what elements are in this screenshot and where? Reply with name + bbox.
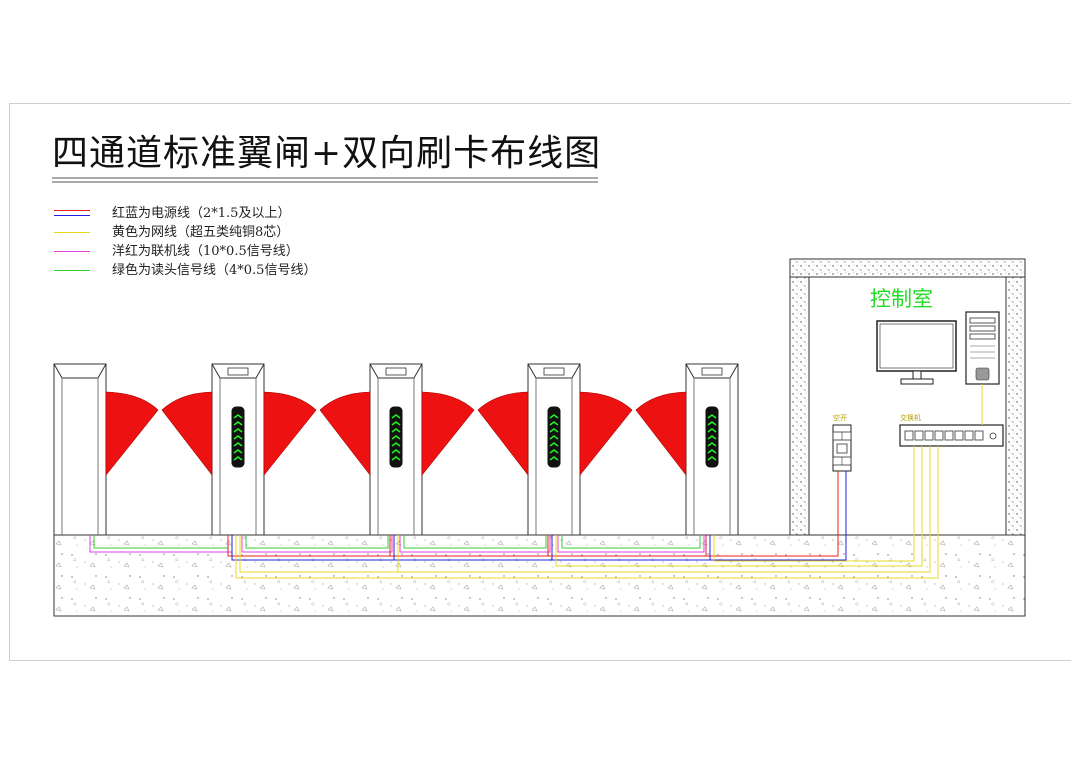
arrow-chevron: [391, 428, 401, 433]
reader-cable-2: [245, 535, 389, 549]
card-reader-slot: [701, 367, 723, 376]
network-cable-4: [713, 446, 915, 562]
gate-cabinet-2: [211, 363, 265, 536]
arrow-chevron: [549, 435, 559, 440]
room-right-wall: [1005, 276, 1026, 536]
gate-cabinet-1: [53, 363, 107, 536]
legend-item-network: 黄色为网线（超五类纯铜8芯）: [54, 225, 374, 241]
gate-cabinet-4: [527, 363, 581, 536]
cabinet-top-bevel: [211, 363, 265, 379]
arrow-chevron: [549, 442, 559, 447]
gate-wing-1-left: [105, 391, 159, 476]
arrow-chevron: [549, 449, 559, 454]
legend-swatch-network: [54, 227, 90, 237]
gate-wing-3-right: [477, 391, 529, 476]
legend-label-link: 洋红为联机线（10*0.5信号线）: [112, 244, 299, 259]
legend-item-power: 红蓝为电源线（2*1.5及以上）: [54, 206, 374, 222]
page-title: 四通道标准翼闸+双向刷卡布线图: [52, 133, 602, 174]
arrow-chevron: [233, 421, 243, 426]
arrow-chevron: [707, 442, 717, 447]
arrow-chevron: [391, 435, 401, 440]
legend-label-reader: 绿色为读头信号线（4*0.5信号线）: [112, 263, 317, 278]
breaker-label: 空开: [833, 414, 847, 422]
reader-cable-3: [403, 535, 547, 549]
arrow-chevron: [233, 414, 243, 419]
room-roof: [789, 258, 1026, 278]
control-room-title: 控制室: [870, 287, 933, 311]
link-cable-4: [557, 535, 705, 553]
frame-top-line: [9, 103, 1071, 104]
network-cable-3: [555, 446, 923, 567]
arrow-chevron: [233, 428, 243, 433]
gate-wing-2-left: [263, 391, 317, 476]
cabinet-top-bevel: [527, 363, 581, 379]
arrow-chevron: [707, 421, 717, 426]
network-cable-2: [397, 446, 931, 573]
cabinet-body: [53, 363, 107, 536]
legend-label-network: 黄色为网线（超五类纯铜8芯）: [112, 225, 290, 240]
power-cable-red: [227, 471, 839, 557]
arrow-chevron: [391, 421, 401, 426]
room-left-wall: [789, 276, 810, 536]
network-switch-icon: [899, 424, 1004, 447]
breaker-icon: [832, 424, 852, 472]
arrow-chevron: [233, 456, 243, 461]
arrow-chevron: [233, 442, 243, 447]
cable-routing: [89, 446, 939, 579]
cabinet-top-bevel: [53, 363, 107, 379]
arrow-chevron: [707, 435, 717, 440]
legend-item-reader: 绿色为读头信号线（4*0.5信号线）: [54, 263, 374, 279]
gate-wing-4-left: [579, 391, 633, 476]
card-reader-slot: [227, 367, 249, 376]
card-reader-slot: [543, 367, 565, 376]
frame-left-line: [9, 103, 10, 661]
legend-item-link: 洋红为联机线（10*0.5信号线）: [54, 244, 374, 260]
legend-swatch-reader: [54, 265, 90, 275]
control-room: [789, 258, 1026, 536]
gate-cabinet-3: [369, 363, 423, 536]
gate-wing-4-right: [635, 391, 687, 476]
monitor-icon: [876, 320, 957, 385]
gate-wing-2-right: [319, 391, 371, 476]
gate-wing-3-left: [421, 391, 475, 476]
arrow-chevron: [391, 449, 401, 454]
network-cable-1: [235, 446, 939, 579]
arrow-chevron: [391, 456, 401, 461]
arrow-chevron: [707, 456, 717, 461]
switch-label: 交换机: [900, 414, 921, 422]
arrow-chevron: [549, 428, 559, 433]
arrow-chevron: [233, 449, 243, 454]
floor-slab: [53, 534, 1026, 617]
turnstile-row: [53, 363, 739, 536]
arrow-chevron: [707, 414, 717, 419]
arrow-chevron: [707, 449, 717, 454]
power-cable-blue: [231, 471, 847, 561]
arrow-chevron: [391, 414, 401, 419]
arrow-chevron: [391, 442, 401, 447]
legend-label-power: 红蓝为电源线（2*1.5及以上）: [112, 206, 291, 221]
cabinet-top-bevel: [685, 363, 739, 379]
arrow-chevron: [549, 414, 559, 419]
network-cable-extra: [239, 535, 398, 573]
arrow-chevron: [707, 428, 717, 433]
legend-swatch-link: [54, 246, 90, 256]
legend-swatch-power: [54, 208, 90, 218]
gate-cabinet-5: [685, 363, 739, 536]
computer-tower-icon: [965, 311, 1000, 385]
frame-bottom-line: [9, 660, 1071, 661]
arrow-chevron: [549, 456, 559, 461]
arrow-chevron: [549, 421, 559, 426]
card-reader-slot: [385, 367, 407, 376]
link-cable-2: [241, 535, 393, 553]
link-cable-3: [399, 535, 551, 553]
cabinet-top-bevel: [369, 363, 423, 379]
arrow-chevron: [233, 435, 243, 440]
gate-wing-1-right: [161, 391, 213, 476]
reader-cable-4: [561, 535, 701, 549]
